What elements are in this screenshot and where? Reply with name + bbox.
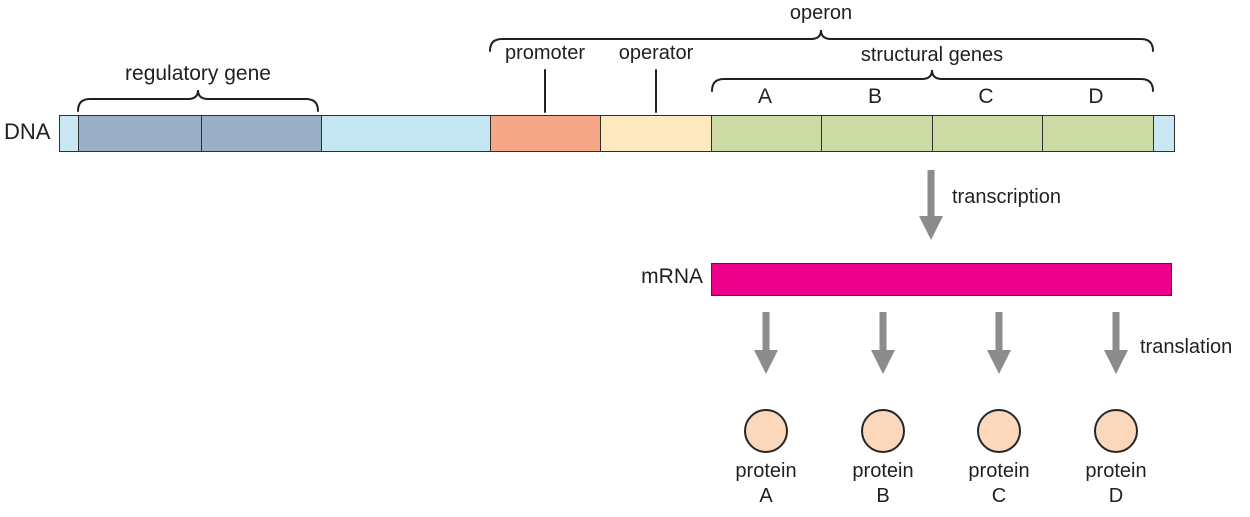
operon-brace-icon	[489, 29, 1154, 52]
dna-segment-regulatory-gene-1	[78, 116, 201, 151]
transcription-arrow-icon	[919, 170, 943, 240]
gene-letter-c: C	[978, 85, 994, 108]
translation-arrow-icon	[871, 312, 895, 374]
structural-genes-brace-icon	[711, 69, 1154, 92]
dna-segment-left-end	[60, 116, 78, 151]
gene-letter-a: A	[757, 85, 773, 108]
protein-b-label: protein B	[852, 460, 914, 507]
dna-segment-spacer	[321, 116, 490, 151]
protein-d-label: protein D	[1085, 460, 1147, 507]
dna-segment-gene-d	[1042, 116, 1153, 151]
dna-segment-promoter	[490, 116, 600, 151]
dna-segment-gene-c	[932, 116, 1042, 151]
protein-c-label: protein C	[968, 460, 1030, 507]
regulatory-gene-label: regulatory gene	[125, 62, 271, 85]
protein-a-circle	[744, 409, 788, 453]
regulatory-gene-brace-icon	[77, 89, 319, 112]
transcription-label: transcription	[952, 186, 1061, 208]
protein-c-circle	[977, 409, 1021, 453]
dna-segment-operator	[600, 116, 711, 151]
gene-letter-b: B	[867, 85, 883, 108]
structural-genes-label: structural genes	[860, 44, 1004, 66]
dna-segment-gene-b	[821, 116, 932, 151]
dna-segment-right-end	[1153, 116, 1174, 151]
dna-bar	[59, 115, 1175, 152]
mrna-label: mRNA	[641, 265, 703, 288]
protein-d-circle	[1094, 409, 1138, 453]
translation-arrow-icon	[1104, 312, 1128, 374]
translation-arrow-icon	[987, 312, 1011, 374]
dna-segment-regulatory-gene-2	[201, 116, 321, 151]
operator-label: operator	[618, 42, 694, 64]
translation-arrow-icon	[754, 312, 778, 374]
protein-a-label: protein A	[735, 460, 797, 507]
protein-b-circle	[861, 409, 905, 453]
gene-letter-d: D	[1088, 85, 1104, 108]
translation-label: translation	[1140, 336, 1233, 358]
dna-label: DNA	[4, 119, 51, 144]
operon-label: operon	[789, 2, 853, 24]
dna-segment-gene-a	[711, 116, 821, 151]
mrna-bar	[711, 263, 1172, 296]
promoter-label: promoter	[504, 42, 586, 64]
annotation-braces	[77, 29, 1154, 113]
